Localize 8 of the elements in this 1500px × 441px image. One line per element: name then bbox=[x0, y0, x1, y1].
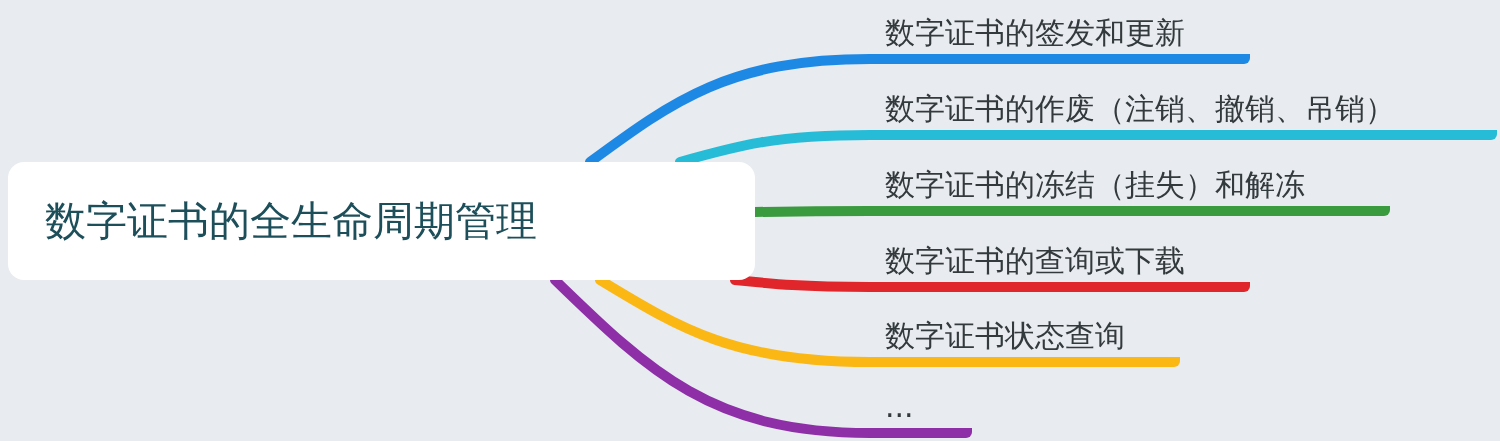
central-topic-card bbox=[8, 162, 755, 280]
subtopic-label: 数字证书的冻结（挂失）和解冻 bbox=[885, 166, 1306, 204]
subtopic-label: 数字证书状态查询 bbox=[885, 317, 1126, 355]
subtopic-label: 数字证书的作废（注销、撤销、吊销） bbox=[885, 90, 1396, 128]
central-topic-title: 数字证书的全生命周期管理 bbox=[45, 195, 537, 247]
subtopic-label: 数字证书的签发和更新 bbox=[885, 14, 1186, 52]
subtopic-label: ... bbox=[885, 388, 915, 426]
subtopic-label: 数字证书的查询或下载 bbox=[885, 242, 1186, 280]
